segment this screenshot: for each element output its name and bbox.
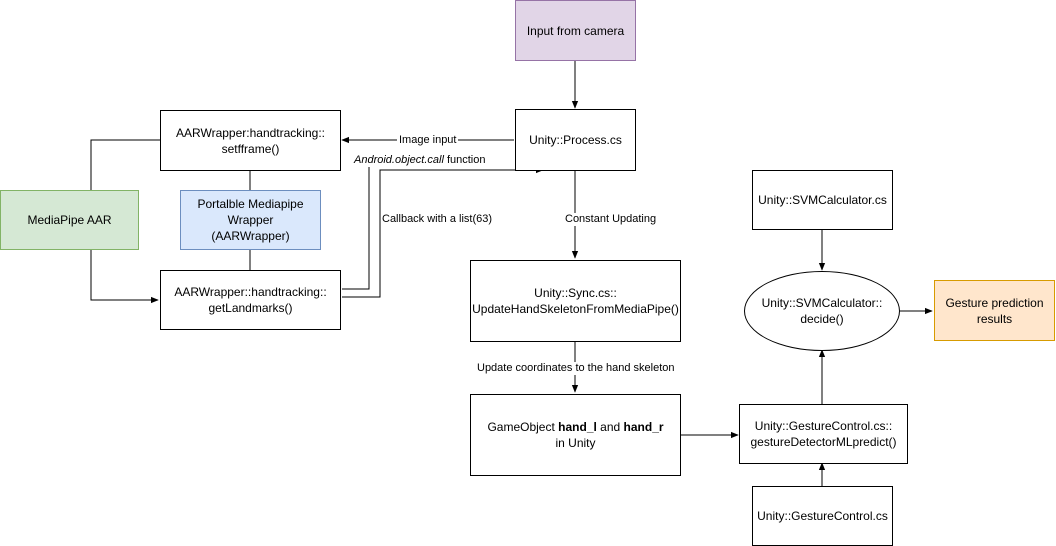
callback-label: Callback with a list(63): [382, 213, 493, 225]
camera-input-node: Input from camera: [515, 0, 636, 61]
android-call-label: Android.object.call function: [352, 154, 488, 167]
gesture-control-node: Unity::GestureControl.cs: [752, 486, 893, 546]
mediapipe-aar-node: MediaPipe AAR: [0, 190, 139, 250]
camera-input-label: Input from camera: [526, 23, 625, 38]
decide-label: Unity::SVMCalculator:: decide(): [761, 296, 883, 326]
constant-updating-label: Constant Updating: [563, 213, 659, 226]
hand-r-name: hand_r: [623, 420, 664, 434]
hand-l-name: hand_l: [558, 420, 597, 434]
edge-mediapipe-to-getlandmarks: [90, 250, 159, 304]
setframe-label: AARWrapper:handtracking:: setfframe(): [176, 125, 325, 156]
wrapper-label: Portalble Mediapipe Wrapper (AARWrapper): [197, 197, 304, 243]
getlandmarks-label: AARWrapper::handtracking:: getLandmarks(…: [174, 285, 327, 315]
android-call-rest: function: [443, 154, 486, 166]
hand-mid: and: [596, 420, 624, 434]
svm-calculator-label: Unity::SVMCalculator.cs: [758, 193, 887, 207]
edge-android-call: [342, 166, 544, 298]
mediapipe-aar-label: MediaPipe AAR: [27, 213, 112, 227]
update-coords-label: Update coordinates to the hand skeleton: [475, 362, 677, 375]
svm-calculator-node: Unity::SVMCalculator.cs: [752, 170, 893, 230]
getlandmarks-node: AARWrapper::handtracking:: getLandmarks(…: [160, 270, 341, 330]
gesture-predict-node: Unity::GestureControl.cs:: gestureDetect…: [739, 404, 908, 464]
sync-label: Unity::Sync.cs:: UpdateHandSkeletonFromM…: [472, 286, 679, 316]
process-node: Unity::Process.cs: [515, 109, 636, 171]
process-label: Unity::Process.cs: [529, 133, 622, 147]
decide-node: Unity::SVMCalculator:: decide(): [744, 271, 900, 351]
gesture-result-label: Gesture prediction results: [945, 295, 1044, 326]
gesture-control-label: Unity::GestureControl.cs: [757, 509, 888, 523]
sync-node: Unity::Sync.cs:: UpdateHandSkeletonFromM…: [470, 260, 681, 342]
edge-callback: [342, 156, 370, 290]
edge-setframe-to-mediapipe: [90, 139, 160, 190]
wrapper-node: Portalble Mediapipe Wrapper (AARWrapper): [180, 190, 321, 250]
image-input-label: Image input: [397, 134, 459, 147]
gesture-result-node: Gesture prediction results: [934, 280, 1055, 341]
gesture-predict-label: Unity::GestureControl.cs:: gestureDetect…: [750, 419, 897, 449]
hand-prefix: GameObject: [487, 420, 559, 434]
setframe-node: AARWrapper:handtracking:: setfframe(): [160, 110, 341, 171]
hand-line2: in Unity: [555, 436, 596, 450]
android-call-italic: Android.object.call: [354, 154, 444, 166]
